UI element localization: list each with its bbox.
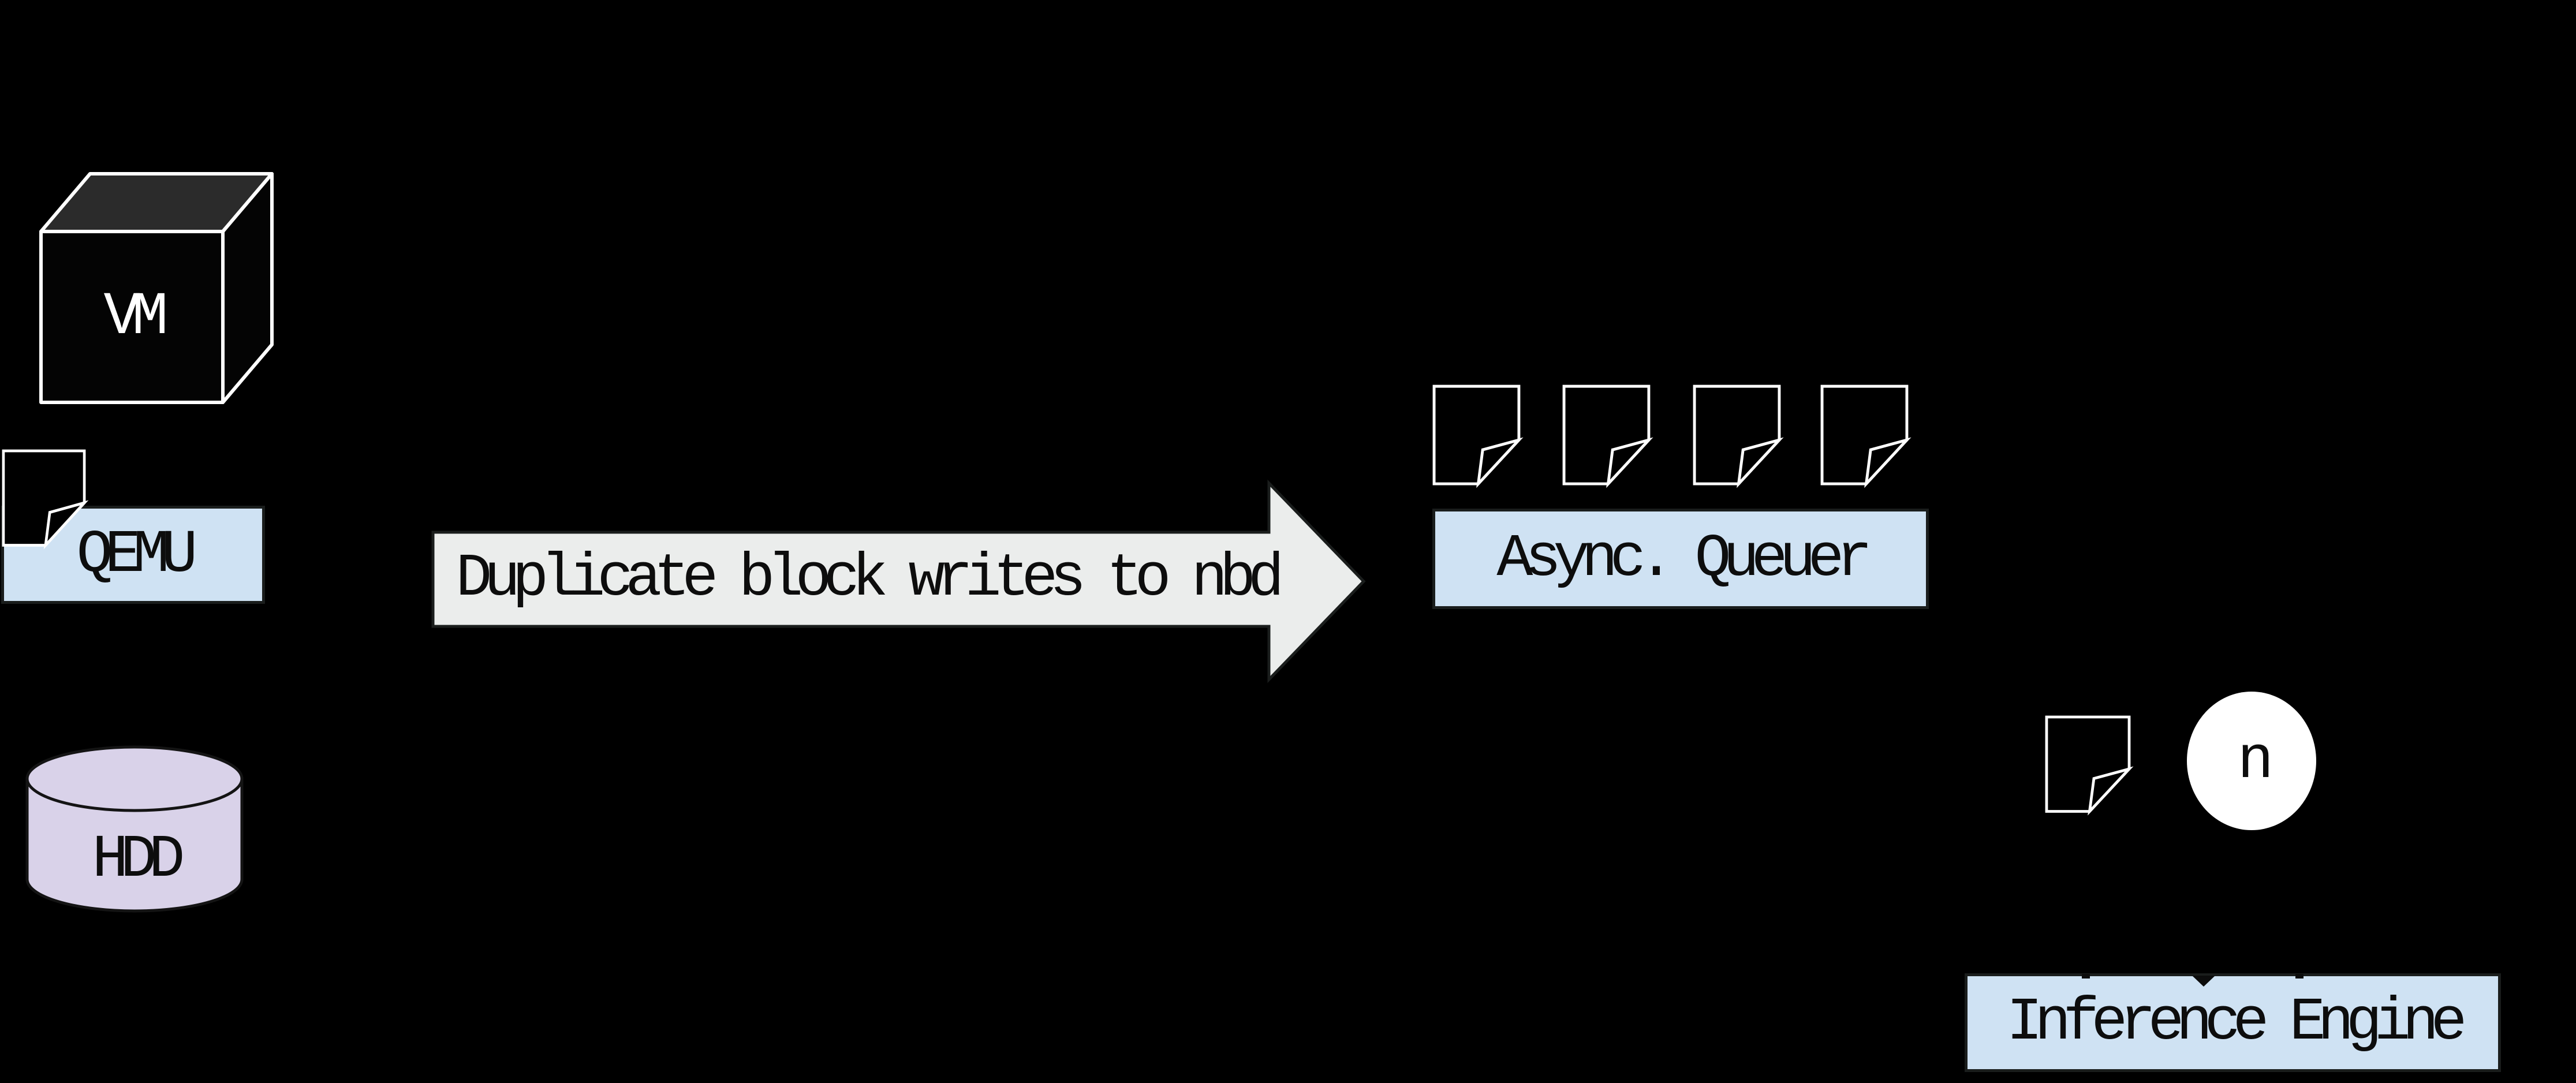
- flow-arrow-label: Duplicate block writes to nbd: [456, 544, 1284, 613]
- inference-engine-label: Inference Engine: [2006, 988, 2467, 1057]
- replica-circle: [2187, 692, 2316, 830]
- inference-document-icon: [2047, 717, 2129, 812]
- qemu-label: QEMU: [76, 520, 197, 589]
- qemu-box: QEMU: [1, 506, 265, 604]
- queue-document-icon: [1694, 386, 1779, 484]
- qemu-document-icon: [3, 451, 84, 546]
- queue-document-icon: [1822, 386, 1907, 484]
- connector-arrowhead: [2082, 974, 2304, 987]
- async-queuer-box: Async. Queuer: [1432, 509, 1929, 609]
- queue-document-icon: [1564, 386, 1649, 484]
- hdd-cylinder-icon: [25, 745, 244, 913]
- hdd-label: HDD: [92, 825, 185, 894]
- async-queuer-label: Async. Queuer: [1496, 524, 1872, 593]
- vm-label: VM: [103, 282, 168, 352]
- queue-document-icon: [1434, 386, 1519, 484]
- flow-arrow-shape: [431, 479, 1366, 684]
- inference-engine-box: Inference Engine: [1965, 973, 2501, 1072]
- replica-badge-label: n: [2237, 726, 2273, 796]
- vm-cube-icon: [39, 172, 274, 404]
